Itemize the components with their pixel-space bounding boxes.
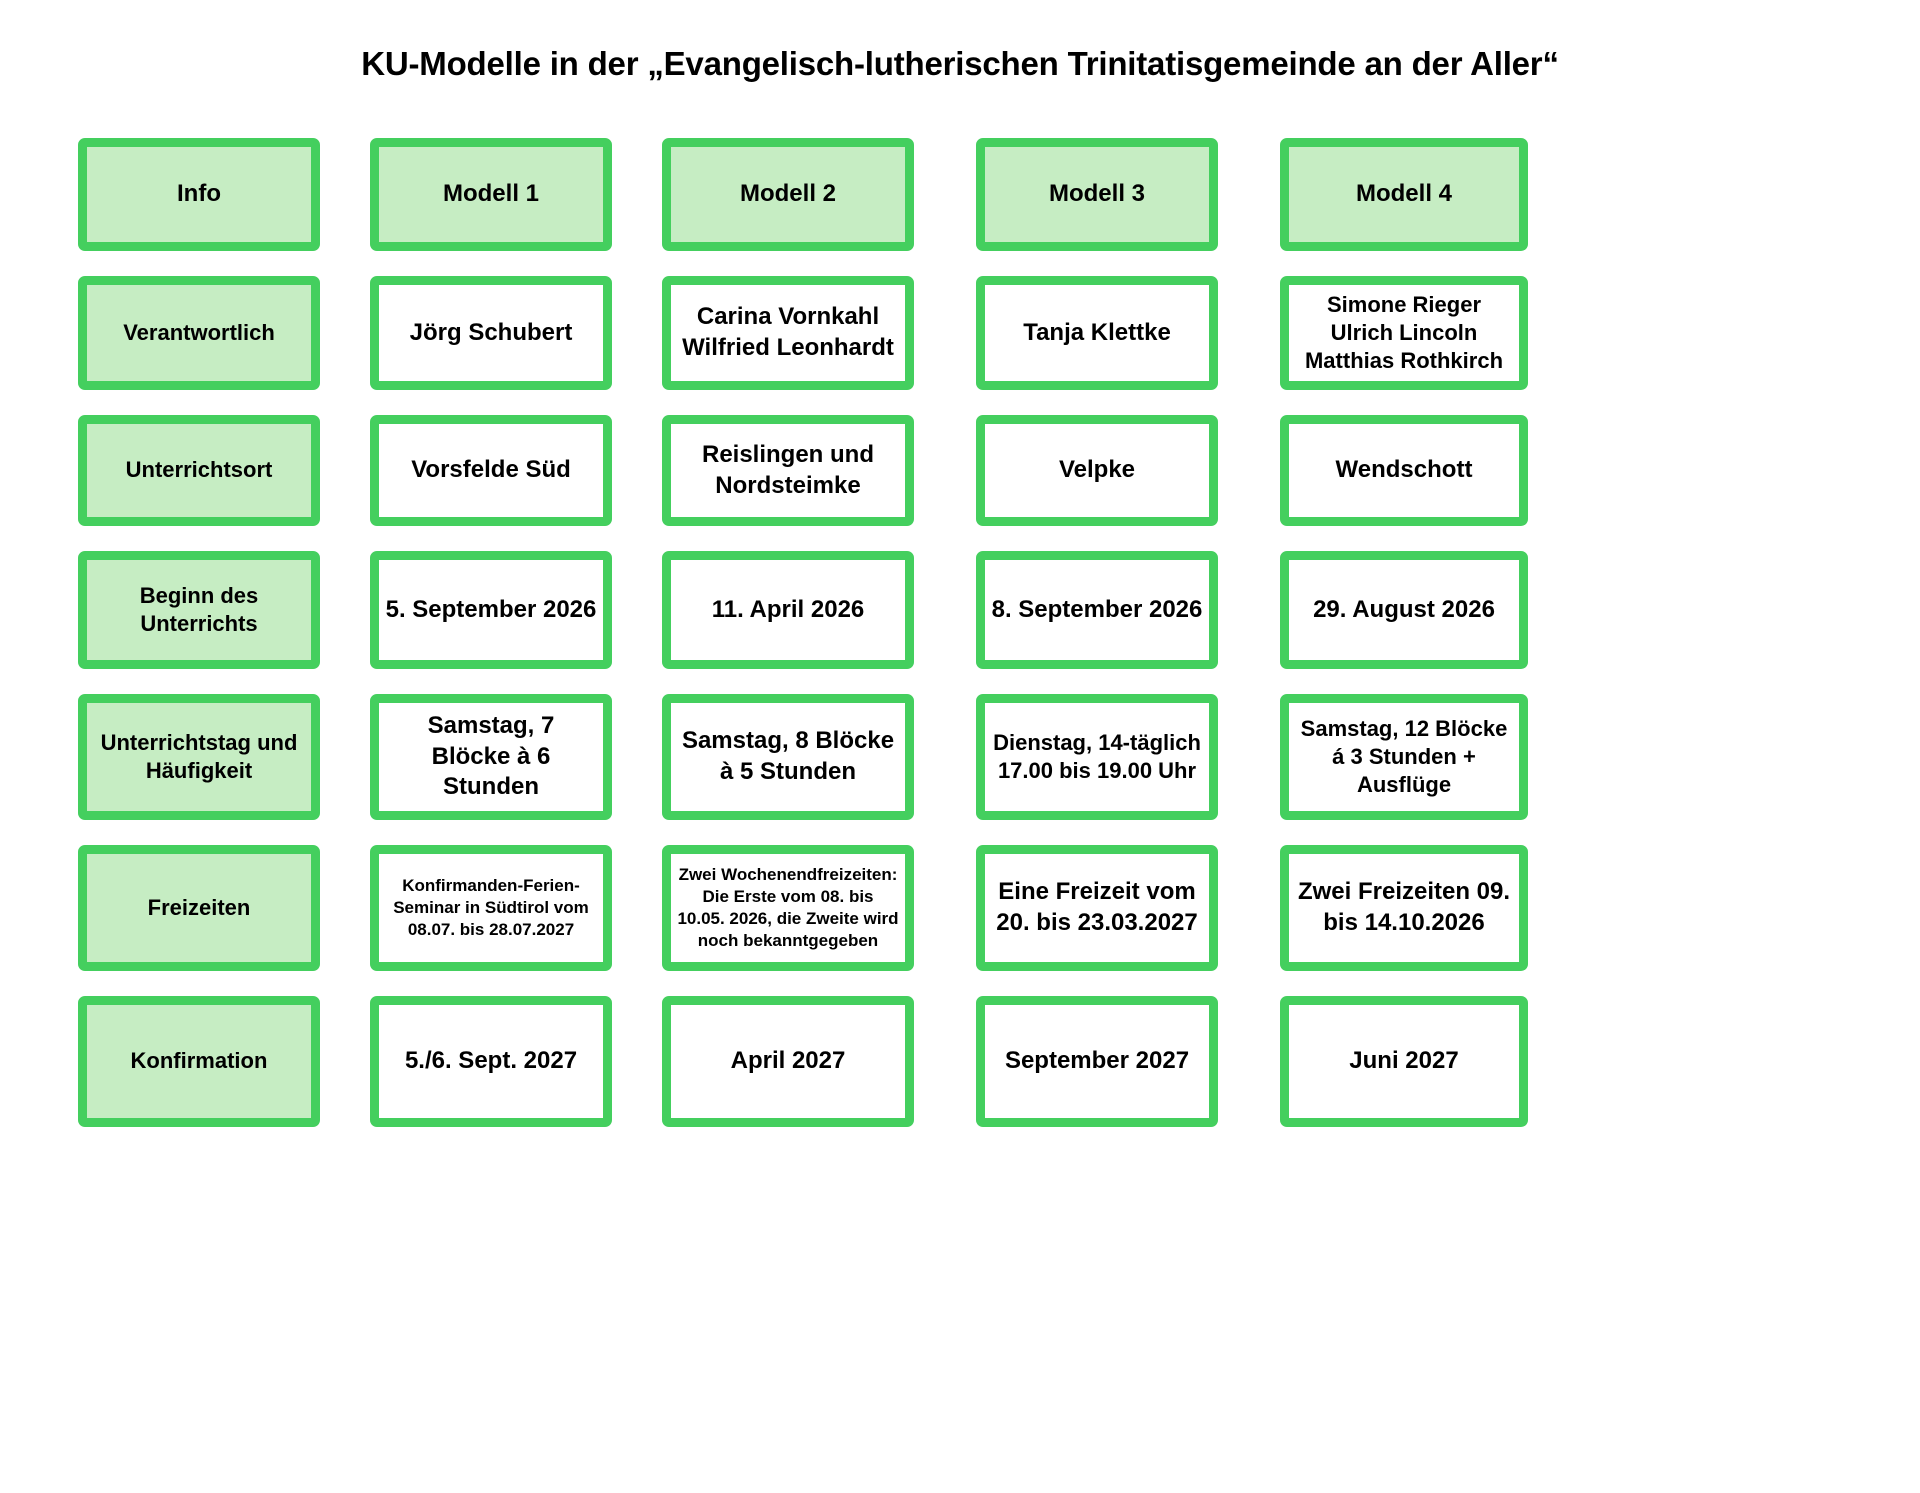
- cell-freizeiten-modell3: Eine Freizeit vom 20. bis 23.03.2027: [976, 845, 1218, 971]
- row-gap: [78, 526, 1842, 551]
- cell-freizeiten-modell1: Konfirmanden-Ferien-Seminar in Südtirol …: [370, 845, 612, 971]
- header-cell-modell1: Modell 1: [370, 138, 612, 251]
- cell-verantwortlich-modell2: Carina Vornkahl Wilfried Leonhardt: [662, 276, 914, 390]
- value-konfirmation-modell2: April 2027: [662, 996, 914, 1127]
- row-gap: [78, 251, 1842, 276]
- value-unterrichtstag-modell3: Dienstag, 14-täglich 17.00 bis 19.00 Uhr: [976, 694, 1218, 820]
- cell-beginn-modell3: 8. September 2026: [976, 551, 1218, 669]
- page-title: KU-Modelle in der „Evangelisch-lutherisc…: [361, 45, 1559, 82]
- value-beginn-modell2: 11. April 2026: [662, 551, 914, 669]
- row-label-konfirmation: Konfirmation: [78, 996, 320, 1127]
- header-label-modell2: Modell 2: [662, 138, 914, 251]
- row-label-unterrichtsort: Unterrichtsort: [78, 415, 320, 526]
- table-row-unterrichtstag: Unterrichtstag und Häufigkeit Samstag, 7…: [78, 694, 1842, 820]
- row-gap: [78, 390, 1842, 415]
- table-row-freizeiten: Freizeiten Konfirmanden-Ferien-Seminar i…: [78, 845, 1842, 971]
- row-label-verantwortlich: Verantwortlich: [78, 276, 320, 390]
- cell-unterrichtsort-modell4: Wendschott: [1280, 415, 1528, 526]
- row-label-cell-konfirmation: Konfirmation: [78, 996, 320, 1127]
- row-label-cell-verantwortlich: Verantwortlich: [78, 276, 320, 390]
- table-row-beginn: Beginn des Unterrichts 5. September 2026…: [78, 551, 1842, 669]
- cell-verantwortlich-modell3: Tanja Klettke: [976, 276, 1218, 390]
- row-gap: [78, 971, 1842, 996]
- value-unterrichtsort-modell4: Wendschott: [1280, 415, 1528, 526]
- row-label-unterrichtstag: Unterrichtstag und Häufigkeit: [78, 694, 320, 820]
- value-unterrichtsort-modell2: Reislingen und Nordsteimke: [662, 415, 914, 526]
- value-unterrichtsort-modell1: Vorsfelde Süd: [370, 415, 612, 526]
- header-cell-modell3: Modell 3: [976, 138, 1218, 251]
- header-label-modell1: Modell 1: [370, 138, 612, 251]
- row-label-cell-beginn: Beginn des Unterrichts: [78, 551, 320, 669]
- cell-freizeiten-modell4: Zwei Freizeiten 09. bis 14.10.2026: [1280, 845, 1528, 971]
- cell-verantwortlich-modell1: Jörg Schubert: [370, 276, 612, 390]
- cell-unterrichtsort-modell1: Vorsfelde Süd: [370, 415, 612, 526]
- cell-unterrichtsort-modell2: Reislingen und Nordsteimke: [662, 415, 914, 526]
- value-unterrichtstag-modell2: Samstag, 8 Blöcke à 5 Stunden: [662, 694, 914, 820]
- cell-konfirmation-modell1: 5./6. Sept. 2027: [370, 996, 612, 1127]
- value-beginn-modell1: 5. September 2026: [370, 551, 612, 669]
- cell-unterrichtstag-modell2: Samstag, 8 Blöcke à 5 Stunden: [662, 694, 914, 820]
- value-unterrichtstag-modell4: Samstag, 12 Blöcke á 3 Stunden + Ausflüg…: [1280, 694, 1528, 820]
- header-cell-modell4: Modell 4: [1280, 138, 1528, 251]
- value-freizeiten-modell1: Konfirmanden-Ferien-Seminar in Südtirol …: [370, 845, 612, 971]
- cell-konfirmation-modell3: September 2027: [976, 996, 1218, 1127]
- row-gap: [78, 820, 1842, 845]
- cell-konfirmation-modell4: Juni 2027: [1280, 996, 1528, 1127]
- value-freizeiten-modell2: Zwei Wochenendfreizeiten: Die Erste vom …: [662, 845, 914, 971]
- value-verantwortlich-modell4: Simone Rieger Ulrich Lincoln Matthias Ro…: [1280, 276, 1528, 390]
- value-konfirmation-modell3: September 2027: [976, 996, 1218, 1127]
- value-beginn-modell3: 8. September 2026: [976, 551, 1218, 669]
- cell-verantwortlich-modell4: Simone Rieger Ulrich Lincoln Matthias Ro…: [1280, 276, 1528, 390]
- cell-unterrichtstag-modell1: Samstag, 7 Blöcke à 6 Stunden: [370, 694, 612, 820]
- cell-beginn-modell1: 5. September 2026: [370, 551, 612, 669]
- value-verantwortlich-modell1: Jörg Schubert: [370, 276, 612, 390]
- cell-konfirmation-modell2: April 2027: [662, 996, 914, 1127]
- cell-unterrichtstag-modell4: Samstag, 12 Blöcke á 3 Stunden + Ausflüg…: [1280, 694, 1528, 820]
- cell-beginn-modell4: 29. August 2026: [1280, 551, 1528, 669]
- row-label-beginn: Beginn des Unterrichts: [78, 551, 320, 669]
- value-unterrichtsort-modell3: Velpke: [976, 415, 1218, 526]
- header-cell-modell2: Modell 2: [662, 138, 914, 251]
- value-unterrichtstag-modell1: Samstag, 7 Blöcke à 6 Stunden: [370, 694, 612, 820]
- value-konfirmation-modell1: 5./6. Sept. 2027: [370, 996, 612, 1127]
- value-verantwortlich-modell2: Carina Vornkahl Wilfried Leonhardt: [662, 276, 914, 390]
- table-header-row: Info Modell 1 Modell 2 Modell 3 Modell 4: [78, 138, 1842, 251]
- cell-unterrichtsort-modell3: Velpke: [976, 415, 1218, 526]
- cell-beginn-modell2: 11. April 2026: [662, 551, 914, 669]
- header-cell-info: Info: [78, 138, 320, 251]
- table-row-verantwortlich: Verantwortlich Jörg Schubert Carina Vorn…: [78, 276, 1842, 390]
- value-freizeiten-modell3: Eine Freizeit vom 20. bis 23.03.2027: [976, 845, 1218, 971]
- cell-freizeiten-modell2: Zwei Wochenendfreizeiten: Die Erste vom …: [662, 845, 914, 971]
- table-row-konfirmation: Konfirmation 5./6. Sept. 2027 April 2027…: [78, 996, 1842, 1127]
- row-label-freizeiten: Freizeiten: [78, 845, 320, 971]
- table-row-unterrichtsort: Unterrichtsort Vorsfelde Süd Reislingen …: [78, 415, 1842, 526]
- value-verantwortlich-modell3: Tanja Klettke: [976, 276, 1218, 390]
- row-label-cell-unterrichtstag: Unterrichtstag und Häufigkeit: [78, 694, 320, 820]
- header-label-modell3: Modell 3: [976, 138, 1218, 251]
- header-label-info: Info: [78, 138, 320, 251]
- row-label-cell-freizeiten: Freizeiten: [78, 845, 320, 971]
- value-freizeiten-modell4: Zwei Freizeiten 09. bis 14.10.2026: [1280, 845, 1528, 971]
- row-gap: [78, 669, 1842, 694]
- value-konfirmation-modell4: Juni 2027: [1280, 996, 1528, 1127]
- row-label-cell-unterrichtsort: Unterrichtsort: [78, 415, 320, 526]
- cell-unterrichtstag-modell3: Dienstag, 14-täglich 17.00 bis 19.00 Uhr: [976, 694, 1218, 820]
- value-beginn-modell4: 29. August 2026: [1280, 551, 1528, 669]
- models-grid: Info Modell 1 Modell 2 Modell 3 Modell 4…: [78, 138, 1842, 1127]
- header-label-modell4: Modell 4: [1280, 138, 1528, 251]
